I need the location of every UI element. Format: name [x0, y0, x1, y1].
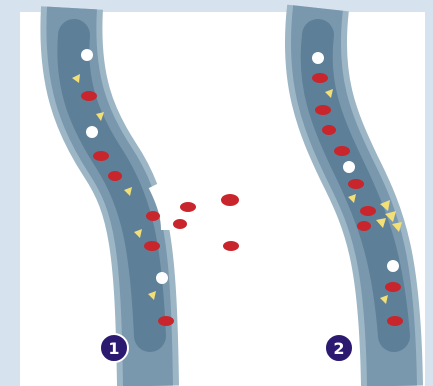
red-blood-cell [108, 171, 122, 181]
badge-2-label: 2 [333, 339, 344, 358]
red-blood-cell [221, 194, 239, 206]
red-blood-cell [146, 211, 160, 221]
badge-2: 2 [325, 334, 353, 362]
white-blood-cell [156, 272, 168, 284]
red-blood-cell [387, 316, 403, 326]
red-blood-cell [357, 221, 371, 231]
red-blood-cell [173, 219, 187, 229]
red-blood-cell [144, 241, 160, 251]
red-blood-cell [158, 316, 174, 326]
white-blood-cell [312, 52, 324, 64]
red-blood-cell [360, 206, 376, 216]
red-blood-cell [315, 105, 331, 115]
red-blood-cell [348, 179, 364, 189]
badge-1: 1 [100, 334, 128, 362]
red-blood-cell [93, 151, 109, 161]
red-blood-cell [385, 282, 401, 292]
white-blood-cell [343, 161, 355, 173]
red-blood-cell [81, 91, 97, 101]
white-blood-cell [387, 260, 399, 272]
red-blood-cell [322, 125, 336, 135]
red-blood-cell [223, 241, 239, 251]
red-blood-cell [334, 146, 350, 156]
badge-1-label: 1 [108, 339, 119, 358]
white-blood-cell [86, 126, 98, 138]
red-blood-cell [312, 73, 328, 83]
red-blood-cell [180, 202, 196, 212]
white-blood-cell [81, 49, 93, 61]
